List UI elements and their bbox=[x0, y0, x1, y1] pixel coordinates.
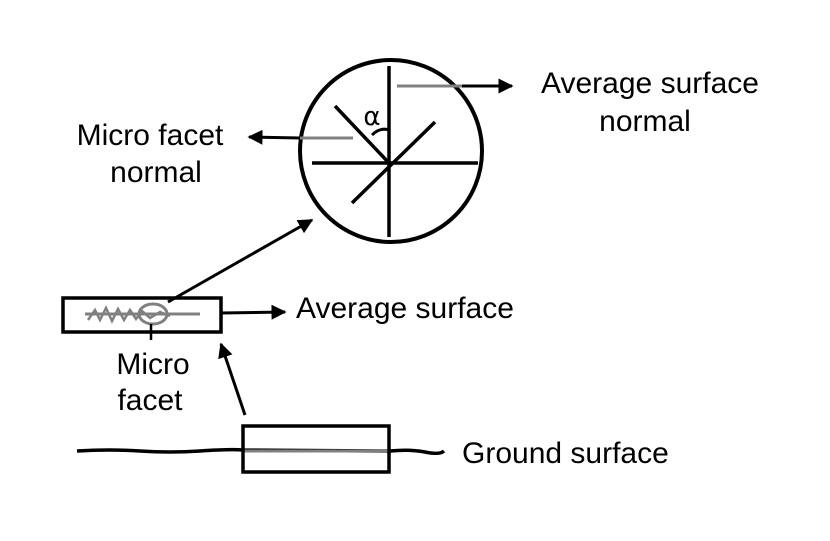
magnified-circle bbox=[298, 58, 484, 244]
micro-facet-highlight-ellipse bbox=[137, 302, 169, 326]
alpha-angle-arc bbox=[370, 127, 390, 137]
avg-surface-normal-label-line1: Average surface bbox=[541, 67, 759, 100]
micro-facet-plane-line bbox=[350, 120, 437, 205]
ground-surface-line bbox=[76, 447, 446, 456]
ground-surface-box bbox=[241, 424, 391, 474]
average-surface-box bbox=[61, 296, 223, 334]
micro-facet-normal-label-line1: Micro facet bbox=[77, 119, 224, 152]
micro-facet-normal-line bbox=[333, 104, 391, 165]
micro-normal-arrow bbox=[247, 129, 301, 145]
zoom-arrow-to-circle bbox=[167, 218, 314, 304]
zoom-arrow-to-average-surface bbox=[218, 342, 247, 416]
alpha-symbol: α bbox=[363, 102, 380, 132]
average-surface-arrow bbox=[220, 304, 287, 320]
avg-surface-normal-label-line2: normal bbox=[599, 105, 691, 138]
ground-surface-label: Ground surface bbox=[462, 437, 669, 470]
micro-facet-label-line2: facet bbox=[117, 384, 183, 417]
average-surface-view bbox=[61, 296, 223, 340]
ground-surface-view bbox=[76, 424, 446, 474]
magnified-view: α bbox=[298, 58, 484, 244]
micro-facet-label-line1: Micro bbox=[116, 348, 189, 381]
micro-facet-normal-label-line2: normal bbox=[110, 156, 202, 189]
micro-facet-zigzag bbox=[86, 305, 171, 324]
average-surface-label: Average surface bbox=[296, 292, 514, 325]
